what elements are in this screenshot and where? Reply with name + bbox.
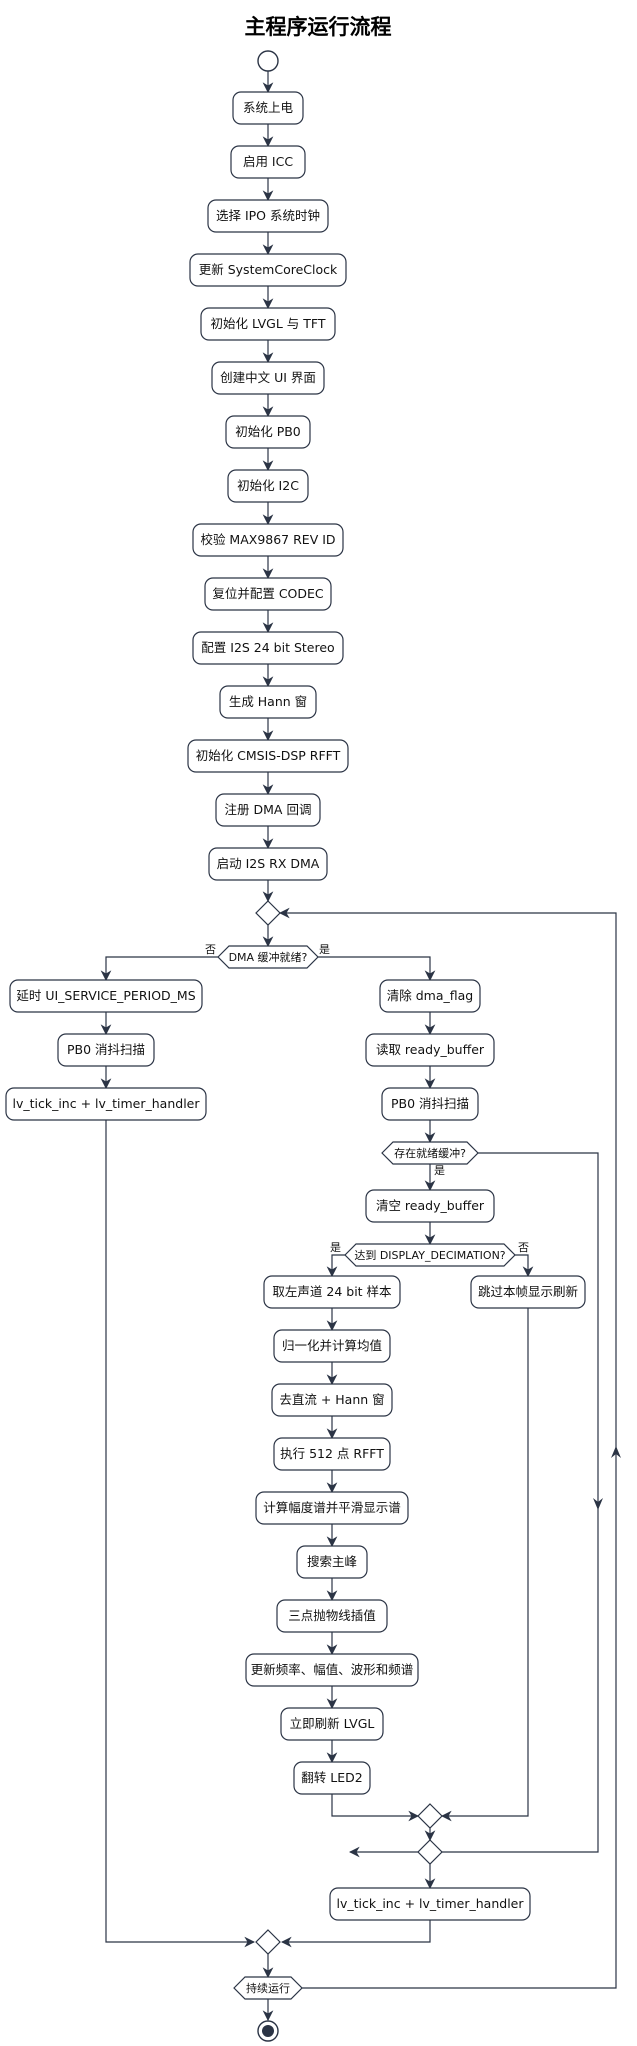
svg-text:搜索主峰: 搜索主峰 xyxy=(307,1554,358,1569)
svg-text:启用 ICC: 启用 ICC xyxy=(243,154,293,169)
svg-text:初始化 LVGL 与 TFT: 初始化 LVGL 与 TFT xyxy=(211,316,326,331)
branch-not-ready: 延时 UI_SERVICE_PERIOD_MS PB0 消抖扫描 lv_tick… xyxy=(5,979,256,1948)
start-node xyxy=(257,50,279,72)
svg-text:复位并配置 CODEC: 复位并配置 CODEC xyxy=(212,586,324,601)
activity-config-i2s: 配置 I2S 24 bit Stereo xyxy=(192,631,344,665)
decision-display-decimation-no-label: 否 xyxy=(518,1241,529,1254)
activity-init-pb0: 初始化 PB0 xyxy=(225,415,311,449)
down-arrow-inner xyxy=(593,1498,603,1510)
svg-text:归一化并计算均值: 归一化并计算均值 xyxy=(282,1338,382,1353)
svg-text:校验 MAX9867 REV ID: 校验 MAX9867 REV ID xyxy=(200,532,335,547)
svg-text:延时 UI_SERVICE_PERIOD_MS: 延时 UI_SERVICE_PERIOD_MS xyxy=(16,988,195,1003)
svg-text:执行 512 点 RFFT: 执行 512 点 RFFT xyxy=(280,1446,384,1461)
activity-skip-frame: 跳过本帧显示刷新 xyxy=(470,1275,586,1309)
svg-text:PB0 消抖扫描: PB0 消抖扫描 xyxy=(391,1096,469,1111)
activity-read-ready-buffer: 读取 ready_buffer xyxy=(365,1033,495,1067)
svg-text:持续运行: 持续运行 xyxy=(246,1981,290,1995)
decision-dma-ready-yes-label: 是 xyxy=(319,943,330,956)
svg-text:立即刷新 LVGL: 立即刷新 LVGL xyxy=(290,1716,375,1731)
activity-delay-ui-service: 延时 UI_SERVICE_PERIOD_MS xyxy=(9,979,203,1013)
end-node xyxy=(257,2020,279,2042)
svg-text:清空 ready_buffer: 清空 ready_buffer xyxy=(376,1198,485,1213)
activity-clear-dma-flag: 清除 dma_flag xyxy=(379,979,481,1013)
branch-process-frame: 取左声道 24 bit 样本 归一化并计算均值 去直流 + Hann 窗 执行 … xyxy=(245,1275,420,1822)
svg-text:系统上电: 系统上电 xyxy=(243,100,294,115)
decision-display-decimation-yes-label: 是 xyxy=(330,1241,341,1254)
activity-check-max9867: 校验 MAX9867 REV ID xyxy=(192,523,344,557)
svg-text:达到 DISPLAY_DECIMATION?: 达到 DISPLAY_DECIMATION? xyxy=(354,1249,505,1262)
svg-text:三点抛物线插值: 三点抛物线插值 xyxy=(288,1608,376,1623)
svg-text:选择 IPO 系统时钟: 选择 IPO 系统时钟 xyxy=(216,208,320,223)
decision-buffer-exists: 存在就绪缓冲? 是 xyxy=(381,1141,479,1177)
activity-update-display-values: 更新频率、幅值、波形和频谱 xyxy=(245,1653,419,1687)
activity-create-ui: 创建中文 UI 界面 xyxy=(211,361,325,395)
svg-text:lv_tick_inc + lv_timer_handler: lv_tick_inc + lv_timer_handler xyxy=(12,1096,200,1111)
activity-run-rfft: 执行 512 点 RFFT xyxy=(273,1437,391,1471)
svg-text:翻转 LED2: 翻转 LED2 xyxy=(301,1770,362,1785)
activity-init-lvgl-tft: 初始化 LVGL 与 TFT xyxy=(200,307,336,341)
svg-text:更新频率、幅值、波形和频谱: 更新频率、幅值、波形和频谱 xyxy=(251,1662,414,1677)
activity-reset-codec: 复位并配置 CODEC xyxy=(204,577,332,611)
decision-display-decimation: 达到 DISPLAY_DECIMATION? 是 否 xyxy=(330,1241,529,1267)
activity-take-left-channel: 取左声道 24 bit 样本 xyxy=(263,1275,401,1309)
activity-search-peak: 搜索主峰 xyxy=(296,1545,368,1579)
svg-text:去直流 + Hann 窗: 去直流 + Hann 窗 xyxy=(279,1392,384,1407)
activity-update-systemcoreclock: 更新 SystemCoreClock xyxy=(189,253,347,287)
activity-start-i2s-dma: 启动 I2S RX DMA xyxy=(208,847,328,881)
svg-text:存在就绪缓冲?: 存在就绪缓冲? xyxy=(394,1146,466,1160)
svg-text:lv_tick_inc + lv_timer_handler: lv_tick_inc + lv_timer_handler xyxy=(336,1896,524,1911)
activity-register-dma-callback: 注册 DMA 回调 xyxy=(215,793,321,827)
activity-init-i2c: 初始化 I2C xyxy=(227,469,309,503)
activity-magnitude-spectrum: 计算幅度谱并平滑显示谱 xyxy=(255,1491,409,1525)
svg-text:配置 I2S 24 bit Stereo: 配置 I2S 24 bit Stereo xyxy=(201,640,334,655)
activity-lv-tick-left: lv_tick_inc + lv_timer_handler xyxy=(5,1087,207,1121)
branch-ready: 清除 dma_flag 读取 ready_buffer PB0 消抖扫描 存在就… xyxy=(245,979,599,1948)
activity-parabolic-interp: 三点抛物线插值 xyxy=(276,1599,388,1633)
svg-text:跳过本帧显示刷新: 跳过本帧显示刷新 xyxy=(478,1284,578,1299)
svg-text:清除 dma_flag: 清除 dma_flag xyxy=(387,988,473,1003)
svg-text:DMA 缓冲就绪?: DMA 缓冲就绪? xyxy=(229,950,308,964)
activity-refresh-lvgl: 立即刷新 LVGL xyxy=(280,1707,384,1741)
activity-init-rfft: 初始化 CMSIS-DSP RFFT xyxy=(187,739,349,773)
svg-text:注册 DMA 回调: 注册 DMA 回调 xyxy=(225,802,312,817)
decision-buffer-exists-yes-label: 是 xyxy=(434,1164,445,1177)
svg-text:计算幅度谱并平滑显示谱: 计算幅度谱并平滑显示谱 xyxy=(263,1500,401,1515)
svg-text:启动 I2S RX DMA: 启动 I2S RX DMA xyxy=(217,856,320,871)
activity-normalize-mean: 归一化并计算均值 xyxy=(273,1329,391,1363)
merge-buffer-diamond xyxy=(417,1839,443,1865)
svg-text:初始化 CMSIS-DSP RFFT: 初始化 CMSIS-DSP RFFT xyxy=(196,748,341,763)
activity-remove-dc-hann: 去直流 + Hann 窗 xyxy=(271,1383,393,1417)
svg-text:更新 SystemCoreClock: 更新 SystemCoreClock xyxy=(199,262,338,277)
activity-pb0-debounce-left: PB0 消抖扫描 xyxy=(57,1033,155,1067)
activity-clear-ready-buffer: 清空 ready_buffer xyxy=(365,1189,495,1223)
merge-branches-diamond xyxy=(255,1929,281,1955)
svg-text:初始化 I2C: 初始化 I2C xyxy=(237,478,299,493)
decision-dma-ready-no-label: 否 xyxy=(205,943,216,956)
svg-text:取左声道 24 bit 样本: 取左声道 24 bit 样本 xyxy=(272,1284,392,1299)
svg-text:PB0 消抖扫描: PB0 消抖扫描 xyxy=(67,1042,145,1057)
activity-lv-tick-right: lv_tick_inc + lv_timer_handler xyxy=(329,1887,531,1921)
init-sequence: 系统上电 启用 ICC 选择 IPO 系统时钟 更新 SystemCoreClo… xyxy=(187,71,349,903)
loop-merge-diamond xyxy=(255,900,281,926)
activity-select-ipo: 选择 IPO 系统时钟 xyxy=(207,199,329,233)
activity-enable-icc: 启用 ICC xyxy=(230,145,306,179)
svg-text:读取 ready_buffer: 读取 ready_buffer xyxy=(376,1042,485,1057)
activity-toggle-led2: 翻转 LED2 xyxy=(293,1761,371,1795)
diagram-title: 主程序运行流程 xyxy=(245,15,392,39)
merge-display-diamond xyxy=(417,1803,443,1829)
decision-dma-ready: DMA 缓冲就绪? 否 是 xyxy=(205,943,330,969)
svg-text:初始化 PB0: 初始化 PB0 xyxy=(235,424,301,439)
activity-pb0-debounce-right: PB0 消抖扫描 xyxy=(381,1087,479,1121)
svg-text:创建中文 UI 界面: 创建中文 UI 界面 xyxy=(220,370,316,385)
decision-keep-running: 持续运行 xyxy=(233,1976,303,2000)
svg-text:生成 Hann 窗: 生成 Hann 窗 xyxy=(229,694,307,709)
activity-hann-window: 生成 Hann 窗 xyxy=(219,685,317,719)
loop-up-arrow-outer xyxy=(611,1446,621,1458)
activity-power-on: 系统上电 xyxy=(232,91,304,125)
